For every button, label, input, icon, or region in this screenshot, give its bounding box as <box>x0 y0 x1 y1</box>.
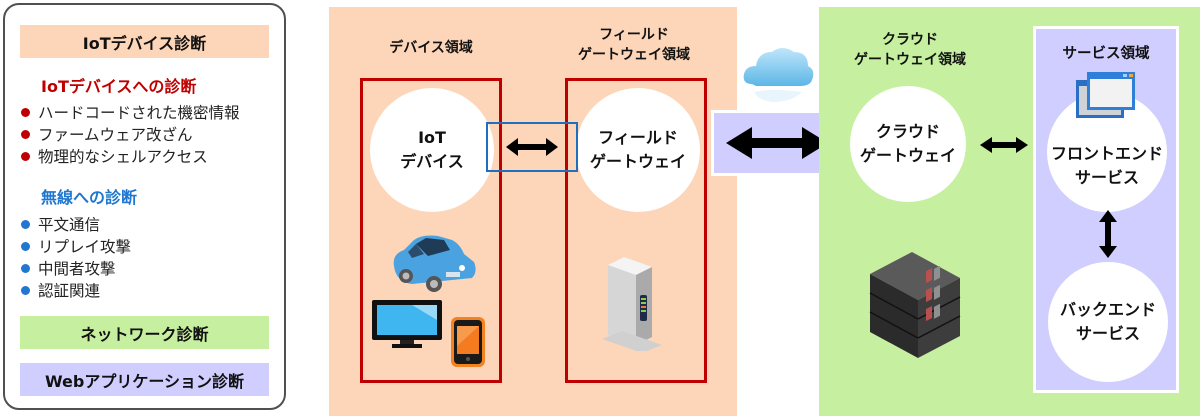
backend-service-node[interactable]: バックエンド サービス <box>1048 262 1168 382</box>
bullet-icon <box>21 219 30 229</box>
legend-panel: IoTデバイス診断 IoTデバイスへの診断 ハードコードされた機密情報 ファーム… <box>3 3 286 410</box>
category-webapp-assessment: Webアプリケーション診断 <box>20 363 269 396</box>
wireless-checklist: 平文通信 リプレイ攻撃 中間者攻撃 認証関連 <box>21 213 131 301</box>
bullet-icon <box>21 151 30 161</box>
bidirectional-arrow-icon <box>726 127 828 159</box>
wireless-link-highlight <box>486 122 578 172</box>
bidirectional-arrow-icon <box>1099 210 1117 258</box>
iot-device-node[interactable]: IoT デバイス <box>370 88 494 212</box>
list-item: 認証関連 <box>21 279 131 301</box>
smartphone-icon <box>451 317 485 367</box>
cloud-gateway-node[interactable]: クラウド ゲートウェイ <box>850 86 966 202</box>
server-rack-icon <box>869 252 961 358</box>
field-gateway-zone-box <box>565 78 707 383</box>
bullet-icon <box>21 107 30 117</box>
list-item: 平文通信 <box>21 213 131 235</box>
bullet-icon <box>21 263 30 273</box>
service-zone-label: サービス領域 <box>1062 46 1150 62</box>
bullet-icon <box>21 285 30 295</box>
list-item: リプレイ攻撃 <box>21 235 131 257</box>
list-item: 物理的なシェルアクセス <box>21 145 240 167</box>
iot-device-checklist: ハードコードされた機密情報 ファームウェア改ざん 物理的なシェルアクセス <box>21 101 240 167</box>
list-item: ファームウェア改ざん <box>21 123 240 145</box>
field-gateway-node[interactable]: フィールド ゲートウェイ <box>576 88 700 212</box>
car-icon <box>393 235 476 292</box>
category-iot-device-assessment: IoTデバイス診断 <box>20 25 269 58</box>
category-network-assessment: ネットワーク診断 <box>20 316 269 349</box>
device-zone-label: デバイス領域 <box>389 40 473 56</box>
internet-cloud-icon <box>743 48 814 102</box>
bullet-icon <box>21 129 30 139</box>
bidirectional-arrow-icon <box>980 137 1028 153</box>
bullet-icon <box>21 241 30 251</box>
group-heading-wireless: 無線への診断 <box>41 188 138 207</box>
group-heading-iot-device: IoTデバイスへの診断 <box>41 77 197 96</box>
field-gateway-zone-label: フィールド ゲートウェイ領域 <box>578 27 690 63</box>
list-item: ハードコードされた機密情報 <box>21 101 240 123</box>
monitor-icon <box>372 300 442 348</box>
cloud-gateway-zone-label: クラウド ゲートウェイ領域 <box>854 32 966 68</box>
router-icon <box>602 257 662 351</box>
list-item: 中間者攻撃 <box>21 257 131 279</box>
bidirectional-arrow-icon <box>506 138 558 156</box>
device-zone-box <box>360 78 502 383</box>
browser-window-icon <box>1076 72 1135 118</box>
